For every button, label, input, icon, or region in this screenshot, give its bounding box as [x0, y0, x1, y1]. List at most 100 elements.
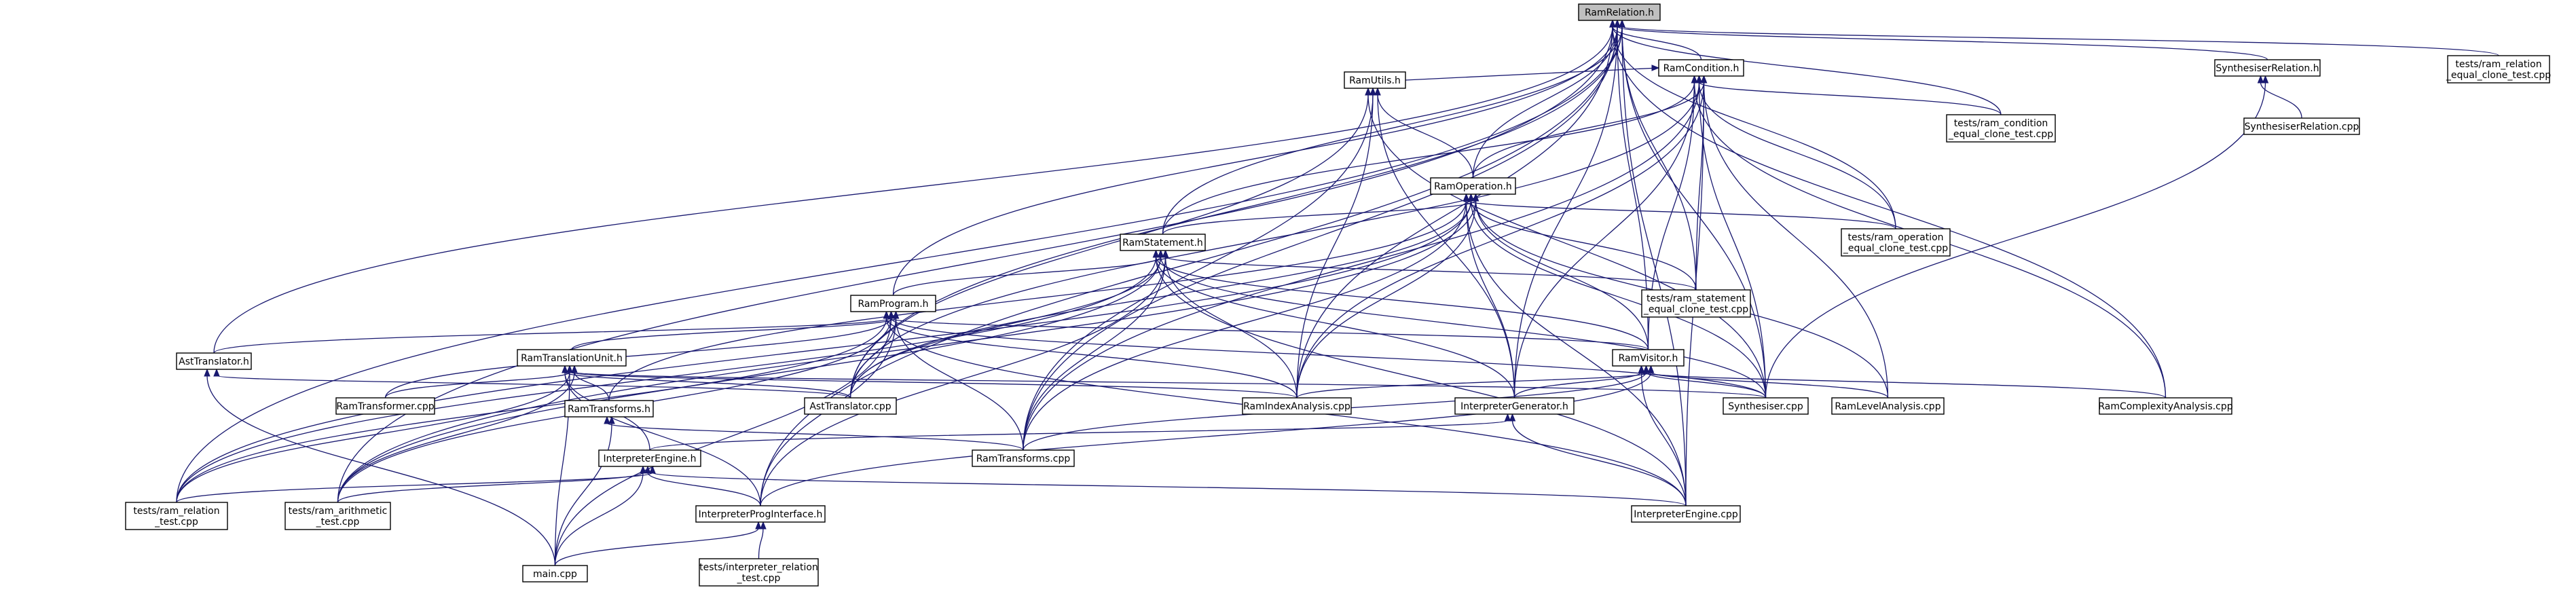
node-label: _test.cpp [737, 573, 781, 584]
include-edge [554, 422, 612, 566]
include-edge [1296, 94, 1374, 399]
node-ram-translation-unit-h[interactable]: RamTranslationUnit.h [517, 349, 627, 367]
include-edge [1023, 81, 1700, 451]
node-box [695, 505, 826, 523]
arrowhead [608, 415, 615, 424]
node-ram-program-h[interactable]: RamProgram.h [850, 295, 936, 312]
include-edge [1513, 81, 1695, 399]
include-edge [1472, 26, 1618, 179]
node-ram-transformer-cpp[interactable]: RamTransformer.cpp [335, 397, 435, 415]
node-ram-visitor-h[interactable]: RamVisitor.h [1612, 349, 1685, 367]
include-edge [1621, 26, 2499, 56]
arrowhead [1374, 87, 1381, 96]
node-box [598, 449, 701, 467]
include-edge [1162, 200, 1477, 235]
arrowhead [1651, 64, 1660, 71]
node-label: main.cpp [533, 569, 577, 580]
node-box [284, 502, 391, 530]
node-ram-relation-h[interactable]: RamRelation.h [1578, 3, 1661, 21]
arrowhead [1504, 413, 1511, 422]
node-tests-ram-operation-equal-clone[interactable]: tests/ram_operation_equal_clone_test.cpp [1841, 228, 1951, 257]
include-edge [1377, 94, 1474, 179]
include-edge [849, 26, 1623, 399]
node-synthesiser-cpp[interactable]: Synthesiser.cpp [1723, 397, 1809, 415]
node-ram-transforms-cpp[interactable]: RamTransforms.cpp [972, 449, 1075, 467]
node-interpreter-engine-h[interactable]: InterpreterEngine.h [598, 449, 701, 467]
node-label: RamTransformer.cpp [336, 401, 434, 412]
node-box [1946, 114, 2056, 143]
include-edge [1703, 81, 1889, 399]
node-label: RamCondition.h [1663, 63, 1740, 74]
node-synthesiser-relation-cpp[interactable]: SynthesiserRelation.cpp [2243, 117, 2360, 135]
node-box [1723, 397, 1809, 415]
node-label: InterpreterProgInterface.h [699, 509, 823, 520]
include-edge [206, 375, 556, 566]
node-box [564, 400, 654, 418]
node-interpreter-prog-interface-h[interactable]: InterpreterProgInterface.h [695, 505, 826, 523]
node-tests-ram-arithmetic-test[interactable]: tests/ram_arithmetic_test.cpp [284, 502, 391, 530]
node-box [1641, 289, 1751, 318]
include-edge [1296, 26, 1613, 399]
node-ram-complexity-analysis-cpp[interactable]: RamComplexityAnalysis.cpp [2098, 397, 2233, 415]
node-ram-transforms-h[interactable]: RamTransforms.h [564, 400, 654, 418]
node-ram-statement-h[interactable]: RamStatement.h [1120, 234, 1206, 251]
node-main-cpp[interactable]: main.cpp [522, 565, 588, 582]
node-interpreter-engine-cpp[interactable]: InterpreterEngine.cpp [1631, 505, 1741, 523]
node-ram-level-analysis-cpp[interactable]: RamLevelAnalysis.cpp [1831, 397, 1945, 415]
node-label: _equal_clone_test.cpp [2446, 70, 2551, 81]
include-edge [384, 317, 892, 399]
node-box [125, 502, 228, 530]
arrowhead [1695, 75, 1703, 84]
include-edge [1155, 256, 1687, 506]
include-edge [895, 317, 1024, 451]
node-label: SynthesiserRelation.cpp [2245, 122, 2359, 132]
include-edge [1465, 200, 1896, 229]
include-edge [1296, 200, 1477, 399]
node-ast-translator-cpp[interactable]: AstTranslator.cpp [804, 397, 897, 415]
node-ast-translator-h[interactable]: AstTranslator.h [176, 352, 252, 370]
node-box [522, 565, 588, 582]
node-synthesiser-relation-h[interactable]: SynthesiserRelation.h [2214, 59, 2321, 77]
node-tests-ram-condition-equal-clone[interactable]: tests/ram_condition_equal_clone_test.cpp [1946, 114, 2056, 143]
include-edge [176, 317, 887, 503]
node-box [2099, 397, 2232, 415]
node-label: RamProgram.h [858, 299, 928, 310]
node-box [1578, 3, 1661, 21]
include-edge [1612, 26, 1702, 60]
include-edge [1023, 94, 1374, 451]
node-label: RamOperation.h [1434, 181, 1512, 192]
include-edge [1023, 200, 1467, 451]
arrowhead [1509, 413, 1516, 422]
include-edge [176, 371, 570, 503]
node-box [1242, 397, 1352, 415]
include-edge [1470, 200, 1697, 291]
node-label: InterpreterEngine.h [604, 454, 697, 464]
include-edge [1162, 81, 1695, 235]
node-tests-interpreter-relation-test[interactable]: tests/interpreter_relation_test.cpp [699, 558, 819, 587]
include-edge [554, 528, 759, 566]
node-ram-utils-h[interactable]: RamUtils.h [1344, 71, 1406, 89]
node-tests-ram-relation-equal-clone[interactable]: tests/ram_relation_equal_clone_test.cpp [2446, 55, 2551, 84]
node-ram-index-analysis-cpp[interactable]: RamIndexAnalysis.cpp [1242, 397, 1352, 415]
arrowhead [1472, 193, 1479, 202]
include-edge [849, 256, 1162, 399]
arrowhead [892, 310, 900, 319]
arrowhead [2262, 75, 2269, 84]
arrowhead [1638, 365, 1645, 373]
node-tests-ram-relation-test[interactable]: tests/ram_relation_test.cpp [125, 502, 228, 530]
node-label: _test.cpp [154, 517, 198, 528]
node-ram-operation-h[interactable]: RamOperation.h [1430, 177, 1516, 195]
node-label: tests/ram_statement [1646, 293, 1746, 304]
arrowhead [649, 465, 656, 474]
arrowhead [1619, 19, 1625, 28]
node-tests-ram-statement-equal-clone[interactable]: tests/ram_statement_equal_clone_test.cpp [1641, 289, 1751, 318]
include-edge [1640, 371, 1687, 506]
node-interpreter-generator-h[interactable]: InterpreterGenerator.h [1454, 397, 1575, 415]
include-edge [1023, 256, 1166, 451]
arrowhead [1700, 75, 1708, 84]
node-ram-condition-h[interactable]: RamCondition.h [1658, 59, 1744, 77]
include-edge [1645, 371, 1767, 399]
arrowhead [760, 521, 767, 530]
node-box [699, 558, 819, 587]
